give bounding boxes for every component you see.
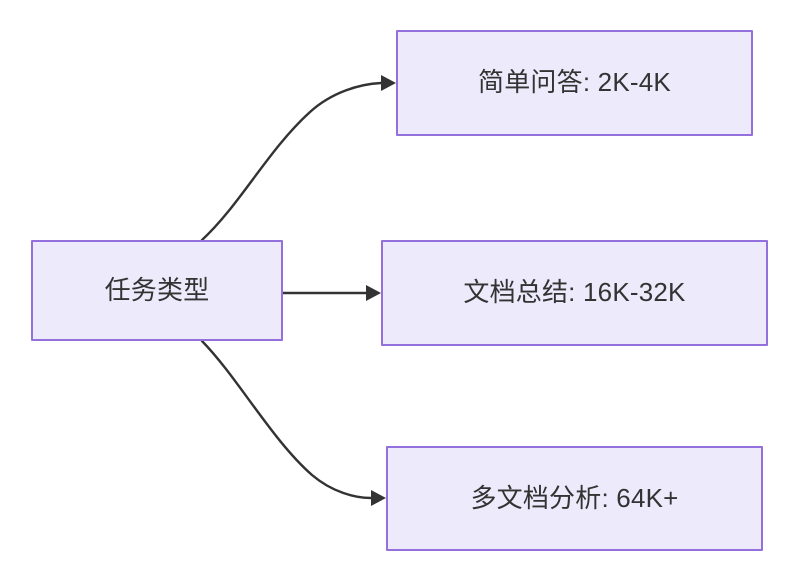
edge-path-root-to-simple-qa — [200, 81, 383, 242]
edge-root-to-multi-doc — [200, 339, 386, 506]
edge-path-root-to-multi-doc — [200, 339, 373, 500]
arrow-head-doc-summary — [366, 285, 381, 301]
node-task-type-label: 任务类型 — [104, 274, 210, 305]
node-multi-doc-label: 多文档分析: 64K+ — [470, 482, 679, 513]
edge-root-to-doc-summary — [281, 285, 381, 301]
node-simple-qa-label: 简单问答: 2K-4K — [478, 67, 671, 98]
arrow-head-simple-qa — [381, 75, 396, 91]
arrow-head-multi-doc — [371, 490, 386, 506]
node-doc-summary-label: 文档总结: 16K-32K — [463, 277, 686, 308]
node-simple-qa[interactable]: 简单问答: 2K-4K — [396, 30, 753, 136]
node-multi-doc[interactable]: 多文档分析: 64K+ — [386, 446, 763, 551]
node-task-type[interactable]: 任务类型 — [31, 240, 283, 341]
edge-root-to-simple-qa — [200, 75, 396, 242]
node-doc-summary[interactable]: 文档总结: 16K-32K — [381, 240, 768, 346]
